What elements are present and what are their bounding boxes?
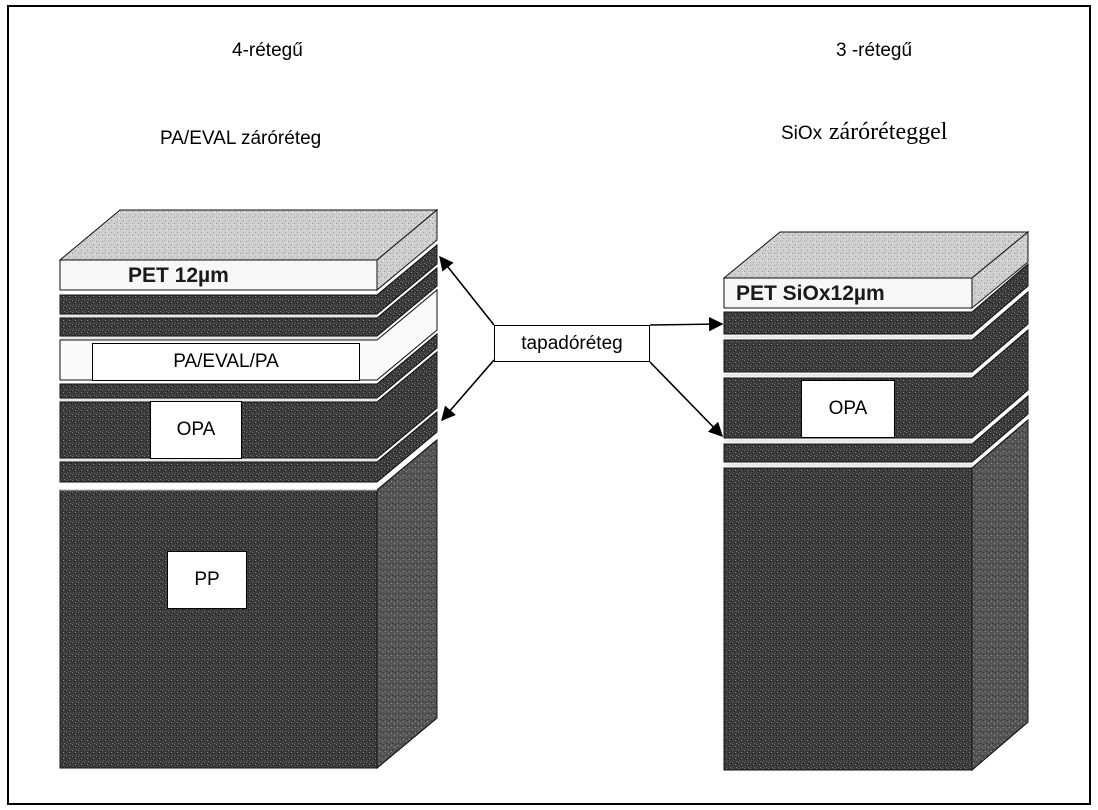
right-pet-film (722, 230, 1030, 310)
adhesive-arrows (439, 255, 724, 438)
right-barrier-suffix: záróréteggel (828, 119, 948, 145)
arrow-to-left-top (439, 255, 495, 326)
left-layer-count: 4-rétegű (232, 40, 303, 61)
left-barrier-heading: PA/EVAL záróréteg (160, 128, 322, 149)
arrow-to-right-bottom (649, 361, 724, 438)
left-opa-label: OPA (150, 401, 242, 459)
left-pp-block (59, 438, 438, 770)
right-pet-label: PET SiOx12µm (736, 282, 885, 305)
adhesive-label: tapadóréteg (494, 325, 650, 362)
right-barrier-prefix: SiOx (781, 123, 823, 144)
left-pp-label: PP (167, 551, 247, 609)
left-pet-film (58, 208, 439, 292)
right-stack (722, 230, 1030, 772)
arrow-to-right-top (649, 316, 724, 332)
left-barrier-label: PA/EVAL/PA (92, 343, 360, 381)
right-base-block (723, 418, 1029, 772)
right-barrier-heading: SiOx záróréteggel (781, 118, 947, 146)
left-pet-label: PET 12µm (128, 264, 229, 287)
right-layer-count: 3 -rétegű (836, 40, 913, 61)
left-stack (58, 208, 439, 770)
right-opa-label: OPA (801, 380, 895, 438)
arrow-to-left-bottom (441, 359, 495, 422)
